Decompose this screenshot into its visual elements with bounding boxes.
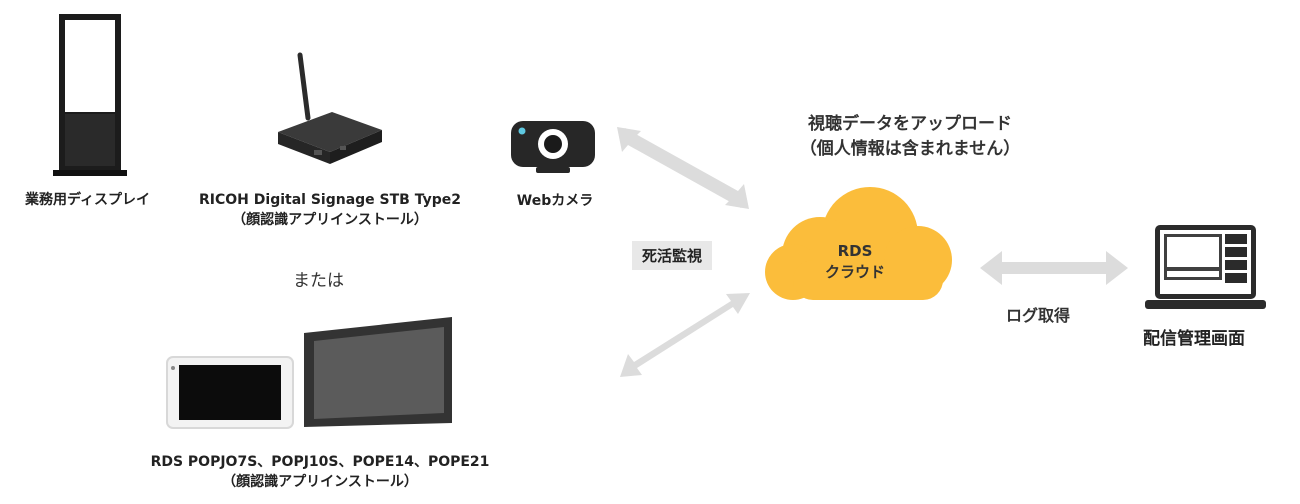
laptop-image — [1143, 222, 1268, 314]
cloud-label: RDS クラウド — [800, 241, 910, 283]
management-screen-label: 配信管理画面 — [1143, 329, 1245, 349]
arrow-camera-cloud — [617, 127, 749, 209]
upload-note: 視聴データをアップロード （個人情報は含まれません） — [740, 112, 1080, 162]
signage-display-label: 業務用ディスプレイ — [24, 192, 151, 208]
stb-image — [270, 50, 390, 175]
cloud-label-line2: クラウド — [824, 263, 885, 281]
upload-note-line2: （個人情報は含まれません） — [799, 139, 1021, 159]
arrow-tablet-cloud — [620, 293, 750, 377]
signage-display-image — [45, 10, 135, 180]
log-label: ログ取得 — [1006, 306, 1071, 325]
tablet-small-image — [165, 355, 295, 430]
stb-sublabel: （顔認識アプリインストール） — [232, 212, 428, 228]
or-label: または — [293, 271, 344, 291]
arrow-cloud-management — [980, 251, 1128, 285]
monitoring-label: 死活監視 — [632, 241, 713, 270]
tablet-large-image — [298, 315, 458, 430]
stb-label: RICOH Digital Signage STB Type2 — [199, 192, 461, 208]
tablets-sublabel: （顔認識アプリインストール） — [222, 474, 418, 490]
rds-cloud — [758, 180, 968, 305]
cloud-label-line1: RDS — [837, 242, 873, 260]
upload-note-line1: 視聴データをアップロード — [808, 114, 1012, 134]
tablets-label: RDS POPJO7S、POPJ10S、POPE14、POPE21 — [150, 454, 490, 470]
webcam-label: Webカメラ — [516, 193, 594, 209]
webcam-image — [508, 118, 598, 176]
